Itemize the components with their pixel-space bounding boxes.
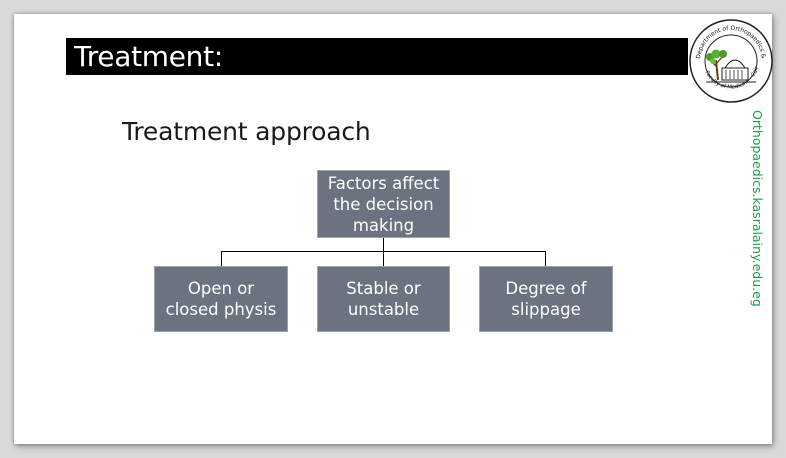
department-seal-logo: Department of Orthopaedics & Traumatolog… bbox=[683, 11, 776, 106]
slide-subtitle: Treatment approach bbox=[122, 117, 371, 146]
connector-root-down bbox=[383, 237, 384, 252]
root-node: Factors affect the decision making bbox=[317, 170, 450, 238]
root-node-label: Factors affect the decision making bbox=[327, 173, 440, 235]
title-bar: Treatment: bbox=[66, 38, 688, 75]
child-node-label: Degree of slippage bbox=[505, 279, 587, 319]
child-node-stability: Stable or unstable bbox=[317, 266, 450, 332]
child-node-label: Open or closed physis bbox=[165, 279, 277, 319]
child-node-slippage: Degree of slippage bbox=[479, 266, 613, 332]
connector-child-2 bbox=[383, 251, 384, 267]
slide-title: Treatment: bbox=[74, 40, 223, 73]
connector-child-1 bbox=[221, 251, 222, 267]
child-node-physis: Open or closed physis bbox=[154, 266, 288, 332]
side-url-text: Orthopaedics.kasralainy.edu.eg bbox=[750, 110, 765, 307]
connector-child-3 bbox=[545, 251, 546, 267]
slide: Treatment: Treatment approach Department… bbox=[14, 11, 773, 444]
child-node-label: Stable or unstable bbox=[346, 279, 421, 319]
